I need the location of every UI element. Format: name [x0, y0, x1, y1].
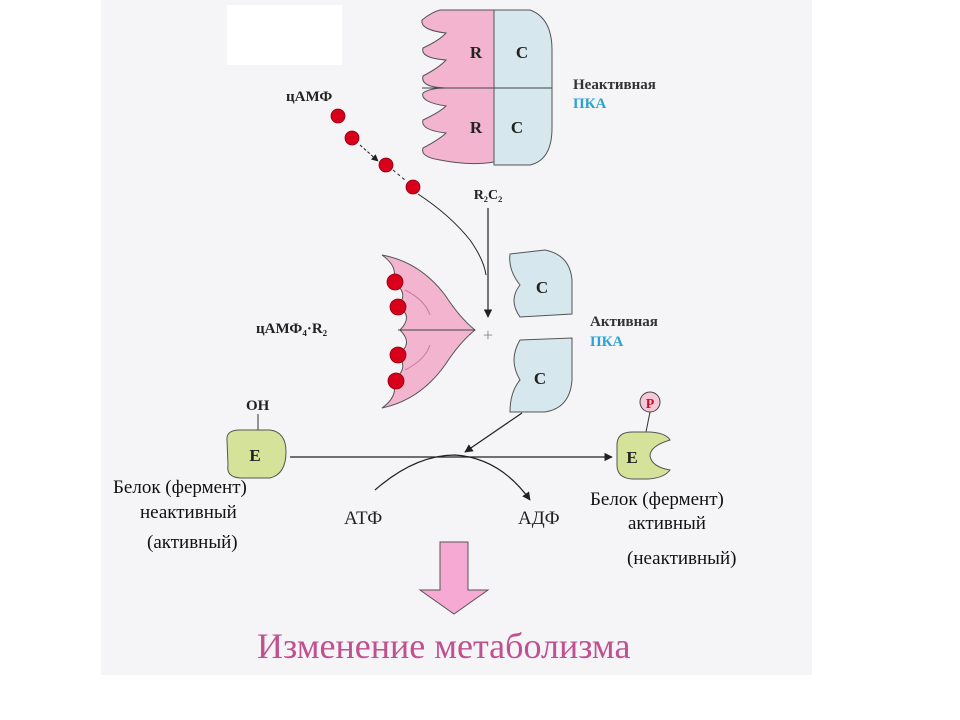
camp-dot	[378, 157, 394, 173]
camp-dashes	[392, 169, 406, 181]
enzyme-label-left: E	[249, 446, 260, 465]
active-catalytic-subunits: C C	[509, 249, 573, 413]
blank-area	[227, 5, 342, 65]
camp-r2-complex	[381, 254, 476, 409]
phosphate-label: P	[646, 397, 655, 412]
phosphate-bond	[645, 411, 651, 433]
groove	[404, 344, 431, 371]
bound-camp	[389, 346, 407, 364]
label-r-top: R	[470, 43, 483, 62]
groove	[404, 289, 431, 316]
right-caption-line-3: (неактивный)	[627, 548, 737, 569]
regulatory-subunit-bottom	[422, 87, 495, 165]
label-c-bottom: C	[511, 118, 523, 137]
oh-label: OH	[246, 398, 270, 414]
catalytic-subunit-free-bottom	[509, 337, 573, 413]
camp-dot	[405, 179, 421, 195]
atp-label: АТФ	[344, 508, 382, 529]
inactive-pka-label-1: Неактивная	[573, 77, 656, 93]
left-caption-line-3: (активный)	[147, 532, 238, 553]
camp-dot	[330, 108, 346, 124]
enzyme-phosphorylated	[616, 431, 671, 480]
inactive-pka-complex: R C R C	[421, 9, 553, 166]
camp-arrow	[359, 144, 379, 162]
catalytic-subunit-top	[493, 9, 553, 89]
atp-adp-curve	[374, 454, 531, 501]
result-text: Изменение метаболизма	[257, 626, 631, 666]
enzyme-label-right: E	[626, 448, 637, 467]
right-caption-line-2: активный	[628, 513, 706, 534]
active-pka-label-2: ПКА	[590, 334, 624, 350]
label-c-free-top: C	[536, 278, 548, 297]
regulatory-subunit-top	[421, 9, 495, 89]
r2c2-label: R₂C₂	[474, 188, 503, 203]
left-caption-line-1: Белок (фермент)	[113, 477, 247, 498]
bound-camp	[386, 273, 404, 291]
label-c-free-bottom: C	[534, 369, 546, 388]
camp4-r2-label: цАМФ₄·R₂	[256, 321, 328, 337]
camp-binding-curve	[417, 193, 487, 276]
plus-sign: +	[483, 325, 493, 345]
right-caption-line-1: Белок (фермент)	[590, 489, 724, 510]
label-c-top: C	[516, 43, 528, 62]
adp-label: АДФ	[518, 508, 560, 529]
bound-camp	[387, 372, 405, 390]
catalytic-subunit-bottom	[493, 87, 553, 166]
inactive-pka-label-2: ПКА	[573, 96, 607, 112]
camp-dot	[344, 130, 360, 146]
catalysis-arrow	[464, 412, 523, 453]
left-caption-line-2: неактивный	[140, 502, 237, 523]
camp-molecules	[330, 108, 421, 195]
bound-camp	[389, 298, 407, 316]
result-down-arrow	[418, 541, 490, 615]
camp-label: цАМФ	[286, 89, 332, 105]
active-pka-label-1: Активная	[590, 314, 658, 330]
enzyme-unphosphorylated	[226, 429, 287, 479]
label-r-bottom: R	[470, 118, 483, 137]
catalytic-subunit-free-top	[509, 249, 573, 318]
